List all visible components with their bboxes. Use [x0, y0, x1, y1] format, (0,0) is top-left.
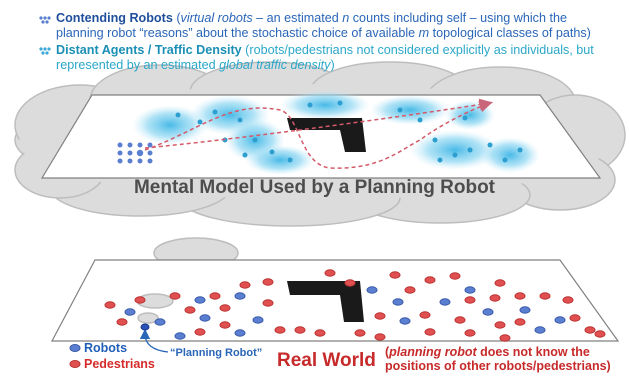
pedestrian-marker: [134, 296, 146, 304]
pedestrian-marker: [274, 326, 286, 334]
real-world-floor: [51, 259, 620, 342]
real-world-agents: [104, 269, 606, 342]
pedestrian-marker: [389, 271, 401, 279]
pedestrian-marker: [116, 318, 128, 326]
pedestrian-marker: [324, 269, 336, 277]
pedestrian-marker: [464, 329, 476, 337]
pedestrian-marker: [419, 311, 431, 319]
pedestrian-marker: [404, 286, 416, 294]
note-rest: does not know the positions of other rob…: [385, 345, 611, 373]
pedestrian-marker: [219, 304, 231, 312]
legend-contending-italic: virtual robots: [180, 11, 253, 25]
contending-robots-cluster: [117, 142, 153, 164]
pedestrian-marker: [209, 292, 221, 300]
legend-contending-text3: planning robot “reasons” about the stoch…: [56, 26, 419, 40]
robot-cluster-icon: [39, 16, 51, 24]
pedestrian-marker: [499, 334, 511, 342]
robot-marker: [392, 298, 404, 306]
robot-marker: [519, 306, 531, 314]
pedestrian-marker: [374, 312, 386, 320]
robot-marker: [439, 298, 451, 306]
pedestrian-marker: [514, 292, 526, 300]
legend-distant-text3: ): [330, 58, 335, 72]
robot-marker: [234, 292, 246, 300]
planning-robot-pointer: [139, 328, 169, 353]
robots-legend-label: Robots: [84, 341, 128, 355]
legend-contending-text2: counts including self – using which the: [349, 11, 567, 25]
pedestrian-marker: [104, 301, 116, 309]
legend-distant-text2: represented by an estimated: [56, 58, 220, 72]
legend-distant-line2: represented by an estimated global traff…: [56, 58, 335, 73]
real-world-note: (planning robot does not know the positi…: [385, 345, 629, 373]
robot-marker: [464, 286, 476, 294]
pedestrian-marker: [169, 292, 181, 300]
legend-contending-text1: – an estimated: [252, 11, 343, 25]
robot-marker: [194, 296, 206, 304]
legend-distant-line1: Distant Agents / Traffic Density (robots…: [56, 43, 594, 58]
pedestrian-marker: [262, 278, 274, 286]
paren: (: [172, 11, 181, 25]
pedestrian-marker: [294, 326, 306, 334]
robot-legend-icon: [69, 344, 81, 352]
robot-marker: [482, 308, 494, 316]
robot-marker: [174, 332, 186, 340]
pedestrian-marker: [494, 321, 506, 329]
robot-marker: [154, 318, 166, 326]
real-world-obstacle: [287, 281, 364, 322]
legend-distant-text1: (robots/pedestrians not considered expli…: [241, 43, 594, 57]
pedestrian-marker: [184, 306, 196, 314]
pedestrian-marker: [424, 328, 436, 336]
pedestrian-marker: [594, 330, 606, 338]
legend-contending-line2: planning robot “reasons” about the stoch…: [56, 26, 591, 41]
robot-marker: [554, 316, 566, 324]
pedestrian-marker: [374, 333, 386, 341]
planning-robot-label: “Planning Robot”: [170, 347, 263, 359]
legend-contending-heading: Contending Robots: [56, 11, 173, 25]
pedestrian-legend-icon: [69, 360, 81, 368]
mental-model-obstacle: [287, 118, 366, 152]
pedestrian-marker: [514, 318, 526, 326]
real-world-title: Real World: [277, 350, 376, 371]
pedestrian-marker: [464, 296, 476, 304]
pedestrian-marker: [194, 328, 206, 336]
pedestrian-marker: [239, 281, 251, 289]
robot-marker: [534, 326, 546, 334]
pedestrian-marker: [424, 276, 436, 284]
pedestrian-marker: [489, 294, 501, 302]
var-n: n: [342, 11, 350, 25]
note-paren: (: [385, 345, 390, 359]
robot-marker: [124, 308, 136, 316]
legend-distant-italic: global traffic density: [219, 58, 331, 72]
traffic-density-icon: [39, 47, 51, 55]
pedestrian-marker: [314, 329, 326, 337]
pedestrians-legend-label: Pedestrians: [84, 357, 155, 371]
pedestrian-marker: [494, 279, 506, 287]
pedestrian-marker: [344, 279, 356, 287]
legend-distant-heading: Distant Agents / Traffic Density: [56, 43, 242, 57]
topological-paths: [144, 98, 493, 169]
mental-model-title: Mental Model Used by a Planning Robot: [133, 177, 496, 198]
note-italic: planning robot: [389, 345, 477, 359]
robot-marker: [234, 329, 246, 337]
pedestrian-marker: [354, 329, 366, 337]
robot-marker: [399, 317, 411, 325]
robot-marker: [199, 314, 211, 322]
robot-marker: [366, 286, 378, 294]
thought-bubble-tiny: [137, 312, 159, 324]
pedestrian-marker: [562, 296, 574, 304]
legend-contending-text4: topological classes of paths): [429, 26, 591, 40]
legend-contending-line1: Contending Robots (virtual robots – an e…: [56, 11, 567, 26]
pedestrian-marker: [454, 316, 466, 324]
pedestrian-marker: [449, 272, 461, 280]
pedestrian-marker: [539, 292, 551, 300]
var-m: m: [418, 26, 430, 40]
pedestrian-marker: [569, 314, 581, 322]
pedestrian-marker: [219, 321, 231, 329]
pedestrian-marker: [584, 326, 596, 334]
planning-robot-marker: [140, 323, 150, 331]
robot-marker: [252, 316, 264, 324]
pedestrian-marker: [262, 299, 274, 307]
